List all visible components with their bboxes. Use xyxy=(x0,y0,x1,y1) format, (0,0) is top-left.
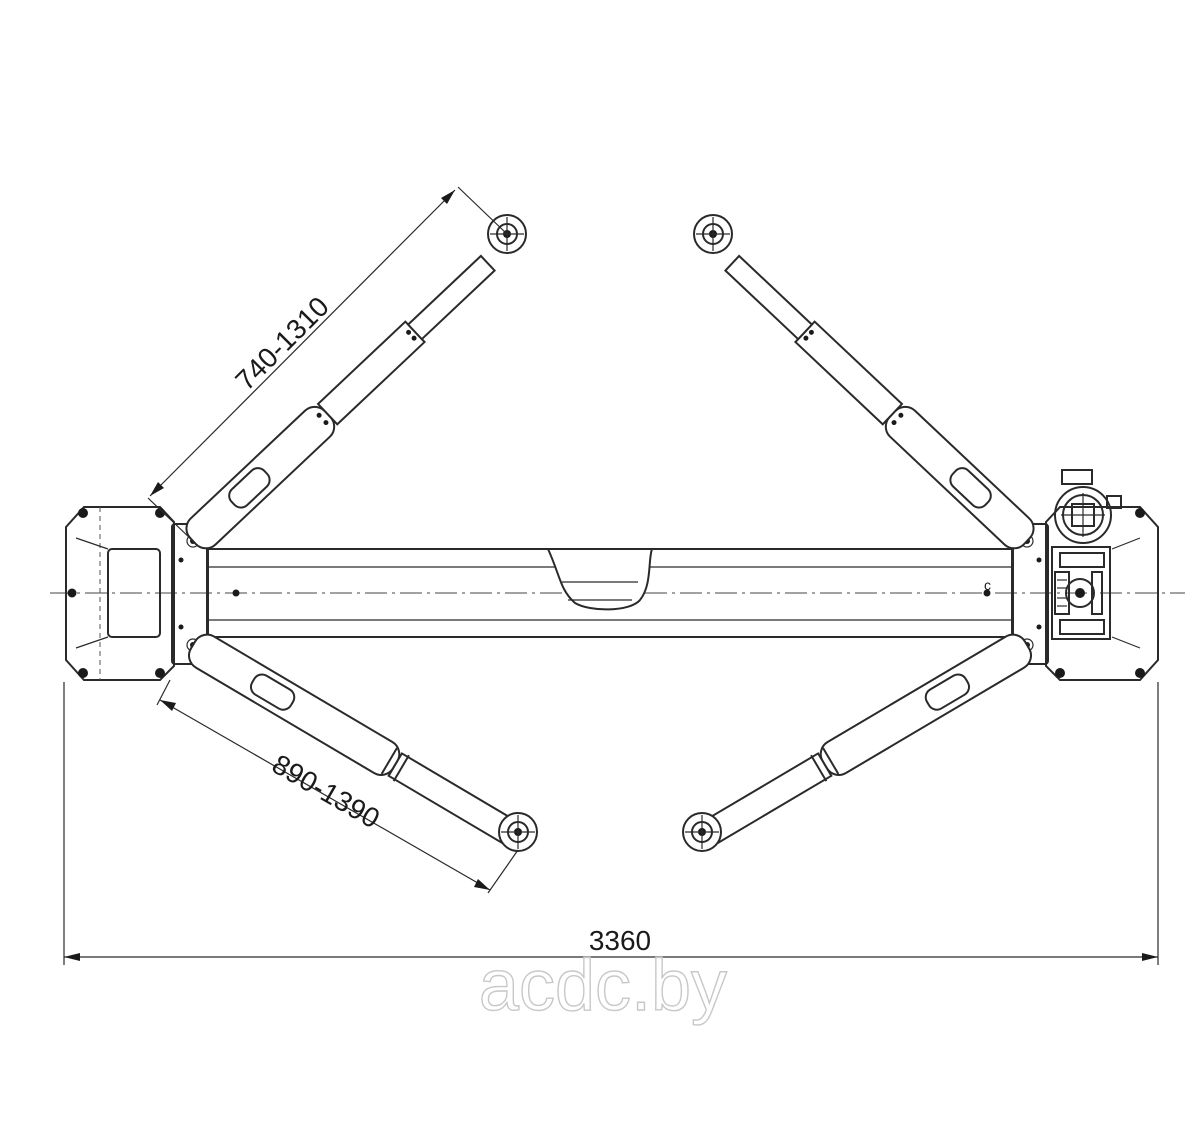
lift-pad-front-right xyxy=(682,812,722,852)
center-mark-label: c xyxy=(984,577,991,593)
overall-width-label: 3360 xyxy=(589,925,651,956)
arm-rear-right xyxy=(723,254,1035,550)
watermark: acdc.by xyxy=(479,946,727,1026)
dimension-front-arm xyxy=(156,679,519,894)
arm-front-left xyxy=(188,633,524,849)
dimension-rear-arm xyxy=(147,186,508,542)
pump-unit xyxy=(1051,546,1111,640)
arm-rear-left xyxy=(185,254,497,550)
right-column-base xyxy=(1045,506,1159,681)
left-column-base xyxy=(65,506,175,681)
lift-pad-front-left xyxy=(498,812,538,852)
lift-pad-rear-right xyxy=(693,214,733,254)
rear-arm-range-label: 740-1310 xyxy=(229,291,335,397)
dimension-overall-width xyxy=(63,682,1159,965)
motor-unit xyxy=(1054,469,1122,544)
arm-front-right xyxy=(696,633,1032,849)
